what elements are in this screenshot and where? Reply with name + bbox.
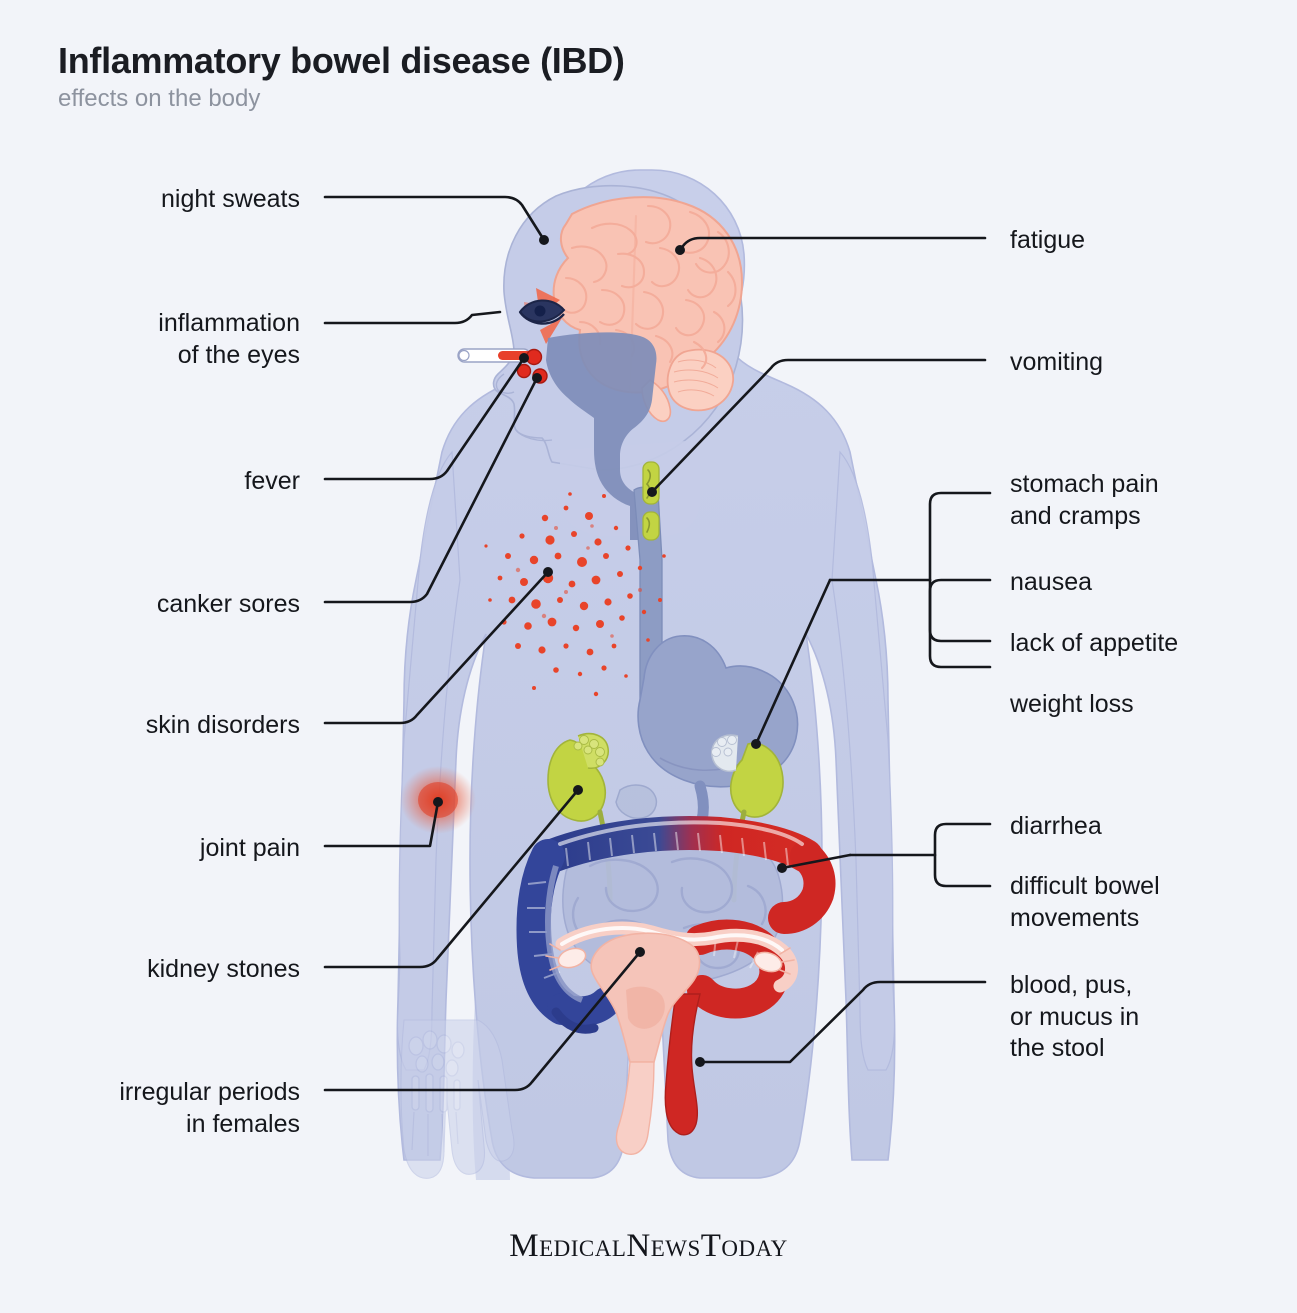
label-weight-loss[interactable]: weight loss [1010,690,1134,718]
label-difficult-bowel-movements[interactable]: difficult bowel movements [1010,872,1160,932]
label-joint-pain[interactable]: joint pain [199,834,300,862]
label-inflammation-of-the-eyes[interactable]: inflammation of the eyes [158,309,300,369]
page-subtitle: effects on the body [58,85,261,113]
label-canker-sores[interactable]: canker sores [156,590,300,618]
label-fatigue[interactable]: fatigue [1010,226,1086,254]
label-irregular-periods-in-females[interactable]: irregular periods in females [119,1078,300,1138]
header: Inflammatory bowel disease (IBD) effects… [58,40,858,114]
label-diarrhea[interactable]: diarrhea [1010,812,1102,840]
label-blood-pus-or-mucus-in-the-stool[interactable]: blood, pus, or mucus in the stool [1010,971,1140,1062]
label-stomach-pain-and-cramps[interactable]: stomach pain and cramps [1010,470,1159,530]
label-kidney-stones[interactable]: kidney stones [147,955,300,983]
joint-inflammation-icon [400,766,476,834]
label-nausea[interactable]: nausea [1010,568,1093,596]
label-night-sweats[interactable]: night sweats [161,185,300,213]
hand-skeleton-icon [400,1019,515,1179]
brand-logo: MedicalNewsToday [509,1228,788,1264]
label-fever[interactable]: fever [244,467,300,495]
oral-cavity-and-throat [546,332,657,540]
page-title: Inflammatory bowel disease (IBD) [58,40,625,81]
inflamed-eye-icon [518,288,566,344]
label-vomiting[interactable]: vomiting [1010,348,1104,376]
label-skin-disorders[interactable]: skin disorders [145,711,300,739]
label-lack-of-appetite[interactable]: lack of appetite [1010,629,1179,657]
footer: MedicalNewsToday [0,1228,1297,1265]
